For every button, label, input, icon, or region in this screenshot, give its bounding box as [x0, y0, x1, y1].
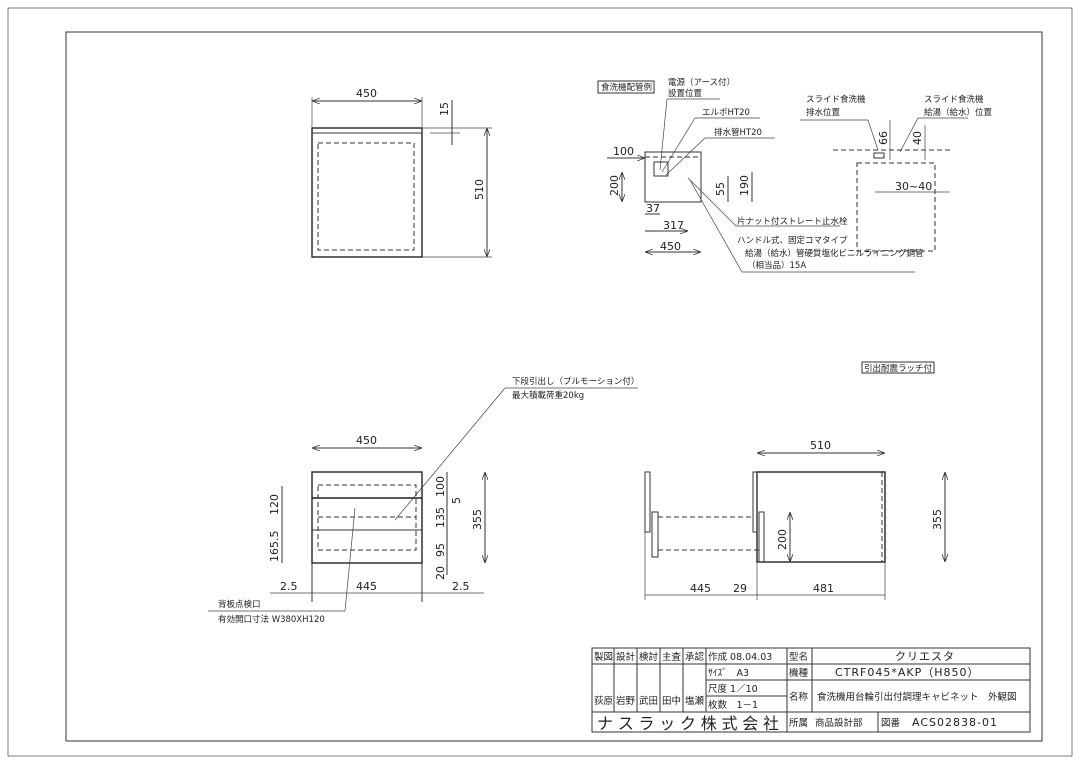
- dim-317: 317: [663, 219, 684, 232]
- dim-top-gap: 15: [438, 102, 451, 116]
- header-chief: 主査: [662, 651, 682, 663]
- pipe-label-2: （相当品）15A: [747, 260, 806, 271]
- title-label: 名称: [789, 691, 809, 703]
- department: 商品設計部: [815, 717, 863, 729]
- dim-5: 5: [450, 497, 463, 504]
- dim-445-side: 445: [690, 582, 711, 595]
- dept-label: 所属: [789, 718, 808, 729]
- drawer-label: 下段引出し（プルモーション付）: [512, 376, 639, 387]
- slide-drain-label-2: 排水位置: [806, 107, 841, 118]
- dim-510: 510: [810, 439, 831, 452]
- dim-200: 200: [608, 175, 621, 196]
- dim-29: 29: [733, 582, 747, 595]
- drain-label: 排水管HT20: [714, 127, 762, 138]
- dim-135: 135: [434, 507, 447, 528]
- front-view: 下段引出し（プルモーション付） 最大積載荷重20kg 450 120 165.5…: [208, 376, 639, 625]
- dim-55: 55: [714, 182, 727, 196]
- slide-drain-label: スライド食洗機: [806, 94, 866, 105]
- signature: 田中: [662, 695, 681, 707]
- back-panel-label: 背板点検口: [218, 599, 261, 610]
- signature: 武田: [639, 695, 658, 707]
- drawing-no-label: 図番: [881, 717, 901, 729]
- signature: 塩瀬: [685, 695, 705, 707]
- power-label: 電源（アース付）: [668, 77, 735, 88]
- dim-66: 66: [877, 131, 890, 145]
- valve-label-2: ハンドル式、固定コマタイプ: [737, 235, 848, 246]
- dim-depth: 510: [473, 179, 486, 200]
- pipe-label: 給湯（給水）管硬質塩化ビニルライニング鋼管: [745, 248, 924, 259]
- slide-view: スライド食洗機 排水位置 スライド食洗機 給湯（給水）位置 66 40 30~4…: [800, 94, 993, 252]
- model-name-label: 型名: [789, 651, 808, 663]
- dim-120: 120: [268, 494, 281, 515]
- dim-front-width: 450: [356, 434, 377, 447]
- latch-label: 引出耐震ラッチ付: [864, 363, 933, 374]
- drawing-title: 食洗機用台輪引出付調理キャビネット 外観図: [817, 691, 1017, 703]
- power-label-2: 設置位置: [668, 88, 703, 99]
- header-drafted: 製図: [594, 651, 613, 663]
- model-name: クリエスタ: [895, 650, 955, 663]
- dim-481: 481: [813, 582, 834, 595]
- paper-size: ｻｲｽﾞ A3: [708, 668, 749, 679]
- piping-box-label: 食洗機配管例: [601, 82, 652, 93]
- title-block: 製図 設計 検討 主査 承認 荻原 岩野 武田 田中 塩瀬 作成 08.04.0…: [591, 647, 1031, 733]
- slide-supply-label: スライド食洗機: [924, 94, 984, 105]
- model-label: 機種: [789, 667, 809, 679]
- dim-right-2-5: 2.5: [452, 580, 470, 593]
- dim-190: 190: [738, 175, 751, 196]
- model-number: CTRF045*AKP（H850）: [835, 666, 980, 679]
- elbow-label: エルボHT20: [702, 108, 750, 118]
- dim-355-front: 355: [471, 509, 484, 530]
- dim-100-front: 100: [434, 476, 447, 497]
- created-date: 作成 08.04.03: [708, 651, 772, 663]
- dim-40: 40: [911, 131, 924, 145]
- dim-100: 100: [613, 145, 634, 158]
- sheet-count: 枚数 1－1: [708, 699, 758, 711]
- dim-left-2-5: 2.5: [280, 580, 298, 593]
- dim-450: 450: [660, 240, 681, 253]
- dim-37: 37: [646, 202, 660, 215]
- company-name: ナスラック株式会社: [597, 714, 779, 733]
- drawer-load-label: 最大積載荷重20kg: [512, 390, 584, 401]
- valve-label: 片ナット付ストレート止水栓: [737, 216, 848, 227]
- scale: 尺度 1／10: [708, 683, 758, 695]
- header-designed: 設計: [616, 651, 636, 663]
- dim-20: 20: [434, 566, 447, 580]
- side-view: 510 200 355 445 29 481: [644, 439, 945, 600]
- dim-30-40: 30~40: [895, 180, 932, 193]
- drawing-frame: [65, 31, 1043, 742]
- dim-95: 95: [434, 543, 447, 557]
- drawing-number: ACS02838-01: [912, 716, 998, 729]
- dim-165-5: 165.5: [268, 531, 281, 563]
- dim-445-front: 445: [356, 580, 377, 593]
- dim-200-side: 200: [776, 529, 789, 550]
- back-opening-label: 有効開口寸法 W380XH120: [218, 614, 325, 625]
- dim-355-side: 355: [931, 509, 944, 530]
- piping-view: 食洗機配管例 電源（アース付） 設置位置 エルボHT20 排水管HT20 100…: [597, 77, 924, 273]
- signature: 荻原: [594, 696, 613, 707]
- dim-width: 450: [356, 87, 377, 100]
- sheet-border: [7, 7, 1073, 757]
- signature: 岩野: [616, 695, 636, 707]
- latch-box: [861, 361, 935, 374]
- header-approved: 承認: [685, 651, 705, 663]
- top-front-view: 450 15 510: [311, 87, 492, 258]
- header-reviewed: 検討: [639, 651, 659, 663]
- slide-supply-label-2: 給湯（給水）位置: [924, 107, 993, 118]
